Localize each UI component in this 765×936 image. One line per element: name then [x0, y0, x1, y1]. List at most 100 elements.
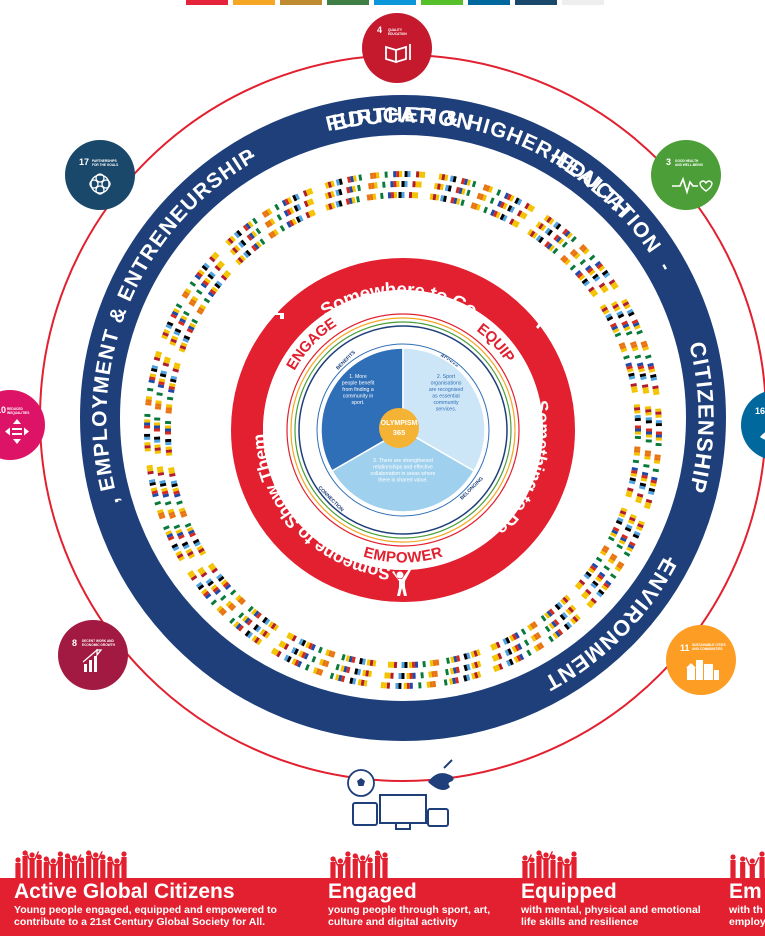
sdg17-title: PARTNERSHIPS — [92, 159, 117, 163]
country-flag — [635, 425, 641, 435]
country-flag — [621, 320, 631, 332]
country-flag — [187, 570, 198, 581]
country-flag — [286, 632, 297, 642]
country-flag — [313, 183, 325, 193]
soccer-ball-icon — [347, 769, 375, 797]
country-flag — [323, 670, 335, 680]
country-flag — [324, 190, 335, 200]
country-flag — [440, 195, 450, 203]
country-flag — [553, 221, 564, 232]
country-flag — [604, 291, 615, 303]
country-flag — [588, 580, 599, 592]
country-flag — [594, 554, 605, 565]
country-flag — [497, 200, 508, 210]
country-flag — [560, 254, 571, 266]
pie-segment-1 — [320, 347, 404, 473]
country-flag — [398, 192, 408, 198]
running-athlete-icon — [536, 304, 553, 329]
country-flag — [567, 587, 579, 598]
country-flag — [384, 672, 394, 679]
country-flag — [415, 682, 425, 689]
country-flag — [175, 352, 184, 363]
country-flag — [178, 342, 188, 353]
country-flag — [318, 658, 330, 668]
country-flag — [419, 192, 429, 200]
banner-subtitle: with th — [729, 904, 763, 916]
country-flag — [201, 260, 212, 271]
heartbeat-icon — [672, 176, 698, 195]
country-flag — [395, 672, 405, 680]
country-flag — [197, 566, 208, 578]
country-flag — [243, 601, 254, 613]
country-flag — [610, 526, 620, 538]
country-flag — [653, 454, 661, 464]
country-flag — [640, 471, 649, 482]
thin-ring-red — [286, 313, 520, 547]
outcomes-banner — [0, 878, 765, 936]
sdg17-badge: 17 PARTNERSHIPS FOR THE GOALS — [65, 140, 135, 210]
country-flag — [626, 541, 636, 552]
country-flag — [655, 408, 662, 418]
flower-rings-icon — [89, 173, 111, 195]
banner-title: Engaged — [328, 880, 417, 903]
country-flag — [145, 396, 153, 406]
country-flag — [168, 383, 176, 393]
country-flag — [357, 679, 368, 687]
person-silhouette — [355, 854, 370, 879]
country-flag — [586, 597, 597, 609]
country-flag — [444, 184, 455, 193]
dancers-silhouette-icon — [330, 850, 388, 879]
city-buildings-icon — [686, 660, 719, 680]
country-flag — [181, 288, 192, 299]
person-silhouette — [121, 851, 127, 879]
country-flag — [207, 286, 218, 298]
country-flag — [233, 608, 245, 619]
country-flag — [168, 467, 176, 477]
flags-ring — [143, 170, 663, 690]
country-flag — [588, 286, 599, 298]
sdg-strip-swatch — [186, 0, 228, 5]
country-flag — [630, 383, 638, 393]
country-flag — [186, 322, 196, 334]
country-flag — [161, 487, 170, 498]
sdg-strip-swatch — [280, 0, 322, 5]
country-flag — [490, 209, 501, 219]
country-flag — [235, 594, 246, 606]
country-flag — [470, 649, 481, 658]
country-flag — [217, 592, 229, 604]
country-flag — [655, 420, 662, 430]
country-flag — [238, 237, 249, 249]
thin-ring-navy — [298, 325, 508, 535]
country-flag — [210, 584, 222, 595]
navy-theme-band — [80, 95, 726, 741]
country-flag — [163, 498, 173, 509]
sdg8-badge: 8 DECENT WORK AND ECONOMIC GROWTH — [58, 620, 128, 690]
country-flag — [561, 621, 573, 632]
country-flag — [437, 679, 448, 687]
country-flag — [208, 597, 220, 608]
country-flag — [293, 202, 305, 212]
person-silhouette — [522, 854, 533, 879]
sdg-strip-swatch — [327, 0, 369, 5]
country-flag — [499, 213, 511, 223]
country-flag — [631, 530, 641, 542]
country-flag — [165, 530, 175, 541]
country-flag — [401, 180, 411, 188]
country-flag — [173, 325, 183, 336]
person-silhouette — [100, 854, 106, 879]
country-flag — [480, 205, 491, 215]
country-flag — [242, 220, 254, 232]
country-flag — [169, 477, 178, 488]
country-flag — [403, 682, 413, 689]
country-flag — [481, 667, 493, 677]
sdg-strip-swatch — [468, 0, 510, 5]
country-flag — [573, 596, 585, 608]
country-flag — [144, 430, 151, 440]
country-flag — [552, 601, 563, 613]
country-flag — [171, 518, 181, 530]
banner-engaged: Engaged young people through sport, art,… — [328, 878, 490, 928]
country-flag — [460, 674, 471, 683]
country-flag — [634, 414, 642, 425]
